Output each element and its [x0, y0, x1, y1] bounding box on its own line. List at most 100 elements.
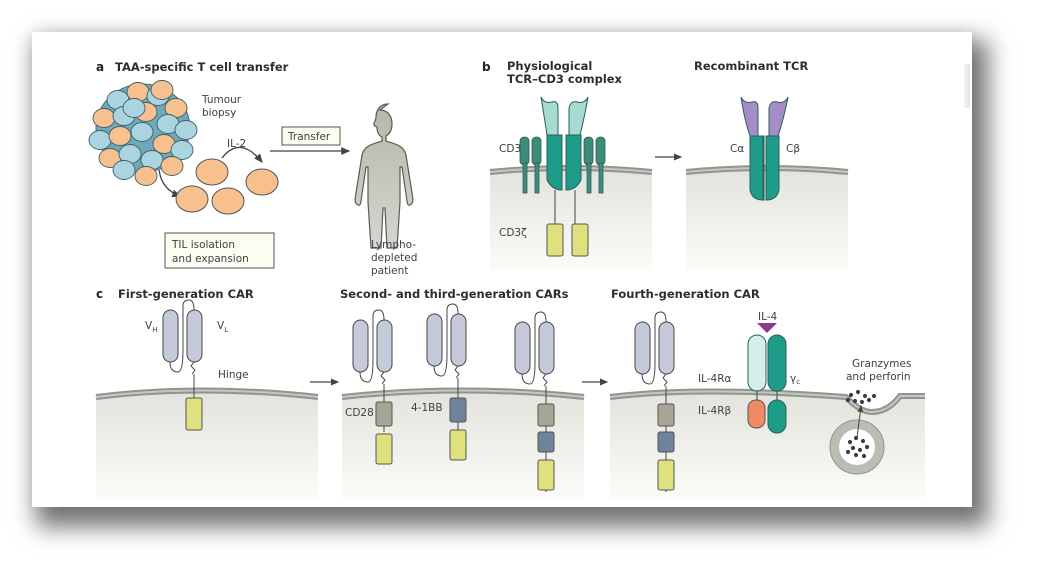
- panel-a-letter: a: [96, 60, 104, 74]
- cell-cytoplasm: [686, 168, 848, 270]
- tumour-cell: [112, 160, 136, 180]
- second-third-gen-title: Second- and third-generation CARs: [340, 287, 569, 301]
- hinge: [454, 365, 460, 379]
- granzyme-dot: [847, 439, 853, 445]
- linker: [521, 311, 547, 385]
- 41bb-domain: [657, 431, 675, 453]
- cd28-label: CD28: [345, 407, 374, 419]
- granzyme-dot: [853, 435, 859, 441]
- tcr-physiological: [540, 96, 589, 191]
- granzyme-dot: [845, 397, 851, 403]
- tumour-cell: [122, 98, 146, 118]
- 41bb-domain: [537, 431, 555, 453]
- granzyme-dot: [853, 452, 859, 458]
- cell-cytoplasm: [96, 390, 318, 498]
- tumour-label-2: biopsy: [202, 107, 236, 119]
- cd3z-label: CD3ζ: [499, 227, 527, 239]
- vh-domain: [514, 321, 531, 375]
- c-beta-label: Cβ: [786, 143, 800, 155]
- panel-b: b Physiological TCR–CD3 complex Recombin…: [482, 59, 849, 270]
- tumour-cell: [160, 156, 184, 176]
- fourth-gen-title: Fourth-generation CAR: [611, 287, 760, 301]
- cd3-label: CD3: [499, 143, 521, 155]
- vl-domain: [658, 321, 675, 375]
- panel-b-letter: b: [482, 60, 491, 74]
- panel-c: c First-generation CAR Second- and third…: [95, 287, 925, 498]
- granzyme-dots: [845, 389, 877, 459]
- il2-label: IL-2: [227, 138, 246, 150]
- panel-c-letter: c: [96, 287, 103, 301]
- tumour-cell: [92, 108, 116, 128]
- granzyme-dot: [850, 445, 856, 451]
- til-box: [164, 232, 275, 269]
- granzyme-dot: [862, 393, 868, 399]
- il4rb-endo: [747, 399, 766, 429]
- tumour-cluster: [88, 80, 198, 186]
- linker: [169, 299, 195, 373]
- gamma-c-label: γc: [790, 373, 800, 386]
- transfer-box: [281, 126, 341, 146]
- granzyme-dot: [860, 438, 866, 444]
- 41bb-domain: [449, 397, 467, 423]
- cd3z-domain: [657, 459, 675, 491]
- granzyme-dot: [848, 392, 854, 398]
- granzymes-label-2: and perforin: [846, 371, 911, 383]
- cd3z-domain: [375, 433, 393, 465]
- vh-domain: [426, 313, 443, 367]
- hinge: [190, 361, 196, 375]
- vl-label: VL: [217, 320, 228, 334]
- vl-domain: [450, 313, 467, 367]
- linker: [433, 303, 459, 377]
- vl-domain: [538, 321, 555, 375]
- hinge: [662, 373, 668, 387]
- first-gen-title: First-generation CAR: [118, 287, 254, 301]
- hinge-label: Hinge: [218, 369, 249, 381]
- tumour-label: Tumour: [201, 94, 242, 106]
- il4-receptor: [747, 323, 787, 434]
- linker: [359, 309, 385, 383]
- scroll-edge: [964, 64, 970, 108]
- patient-silhouette: [354, 103, 414, 249]
- panel-a: a TAA-specific T cell transfer Tumour bi…: [88, 60, 417, 277]
- hinge: [542, 373, 548, 387]
- vl-domain: [186, 309, 203, 363]
- granzyme-dot: [859, 399, 865, 405]
- car-constructs: [162, 299, 675, 492]
- c-alpha-label: Cα: [730, 143, 744, 155]
- patient-label-2: depleted: [371, 252, 417, 264]
- cd28-domain: [537, 403, 555, 427]
- panel-b-left-title-2: TCR–CD3 complex: [507, 72, 623, 86]
- 41bb-label: 4-1BB: [411, 402, 443, 414]
- il4ra-label: IL-4Rα: [698, 373, 732, 385]
- granzyme-dot: [845, 449, 851, 455]
- vh-label: VH: [145, 320, 157, 334]
- til-box-line2: and expansion: [172, 253, 249, 265]
- cell-cytoplasm: [490, 168, 652, 270]
- granule-vesicle: [829, 389, 885, 475]
- panel-b-left-title-1: Physiological: [507, 59, 592, 73]
- til-cell: [175, 185, 209, 213]
- linker: [641, 311, 667, 385]
- granzyme-dot: [852, 398, 858, 404]
- granzyme-dot: [857, 447, 863, 453]
- vh-domain: [634, 321, 651, 375]
- granzyme-dot: [871, 393, 877, 399]
- transfer-label: Transfer: [287, 131, 331, 143]
- granzyme-dot: [866, 397, 872, 403]
- til-cell: [245, 168, 279, 196]
- cd3z-domain: [546, 223, 564, 257]
- tumour-cell: [88, 130, 112, 150]
- vh-domain: [352, 319, 369, 373]
- cd28-domain: [375, 401, 393, 427]
- vh-domain: [162, 309, 179, 363]
- til-cell: [195, 158, 229, 186]
- cd3z-domain: [449, 429, 467, 461]
- cd3-subunits: [519, 136, 606, 194]
- hinge: [380, 371, 386, 385]
- panel-a-title: TAA-specific T cell transfer: [115, 60, 289, 74]
- il2-arrow: [221, 146, 263, 164]
- recombinant-tcr: [740, 96, 789, 201]
- tumour-cell: [170, 140, 194, 160]
- patient-label-1: Lympho-: [371, 239, 416, 251]
- patient-label-3: patient: [371, 265, 408, 277]
